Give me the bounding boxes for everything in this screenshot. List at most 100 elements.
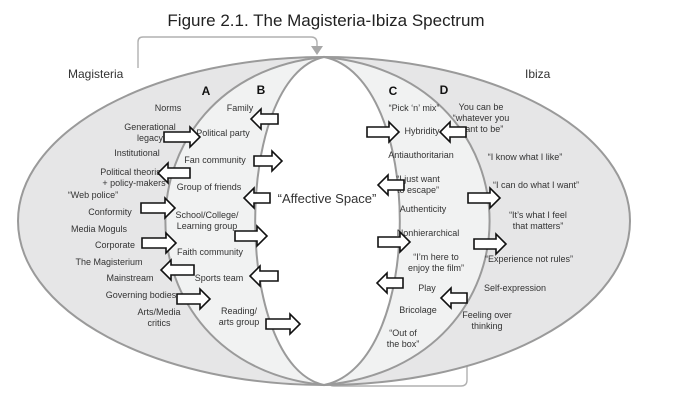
zone-c-letter: C bbox=[389, 84, 398, 98]
item-line: Sports team bbox=[195, 273, 244, 283]
item-line: + policy-makers bbox=[102, 178, 166, 188]
item-line: Nonhierarchical bbox=[397, 228, 460, 238]
item-line: critics bbox=[148, 318, 171, 328]
item-line: legacy bbox=[137, 133, 164, 143]
item-line: Faith community bbox=[177, 247, 244, 257]
item-line: Play bbox=[418, 283, 436, 293]
arrowhead-down-icon bbox=[311, 46, 323, 55]
arrow-right-icon bbox=[265, 312, 302, 336]
zone-b-item: School/College/Learning group bbox=[175, 210, 239, 231]
zone-a-item: “Web police” bbox=[68, 190, 118, 200]
item-line: Mainstream bbox=[106, 273, 153, 283]
arrow-left-icon bbox=[438, 120, 467, 144]
arrow-right-icon bbox=[377, 230, 412, 254]
item-line: Generational bbox=[124, 122, 176, 132]
ibiza-label: Ibiza bbox=[525, 67, 551, 81]
zone-b-item: Fan community bbox=[184, 155, 246, 165]
arrow-right-icon bbox=[140, 196, 177, 220]
item-line: Hybridity bbox=[404, 126, 440, 136]
zone-d-letter: D bbox=[440, 83, 449, 97]
item-line: “I just want bbox=[396, 174, 440, 184]
item-line: “Web police” bbox=[68, 190, 118, 200]
zone-c-item: Play bbox=[418, 283, 436, 293]
zone-b-item: Family bbox=[227, 103, 254, 113]
item-line: “It’s what I feel bbox=[509, 210, 567, 220]
zone-a-item: Mainstream bbox=[106, 273, 153, 283]
item-line: thinking bbox=[471, 321, 502, 331]
item-line: “I’m here to bbox=[413, 252, 459, 262]
zone-a-item: Conformity bbox=[88, 207, 132, 217]
item-line: “I can do what I want” bbox=[493, 180, 579, 190]
arrow-left-icon bbox=[376, 173, 405, 197]
item-line: Media Moguls bbox=[71, 224, 128, 234]
zone-b-letter: B bbox=[257, 83, 266, 97]
item-line: Antiauthoritarian bbox=[388, 150, 454, 160]
affective-space-region bbox=[254, 55, 401, 387]
zone-a-item: Political theorists+ policy-makers bbox=[100, 167, 168, 188]
magisteria-label: Magisteria bbox=[68, 67, 124, 81]
item-line: want to be” bbox=[458, 124, 504, 134]
cycle-connector-top bbox=[137, 36, 318, 68]
zone-a-item: Norms bbox=[155, 103, 182, 113]
zone-c-item: Bricolage bbox=[399, 305, 437, 315]
item-line: Institutional bbox=[114, 148, 160, 158]
arrow-right-icon bbox=[163, 125, 202, 149]
item-line: the box” bbox=[387, 339, 420, 349]
arrow-right-icon bbox=[467, 186, 502, 210]
zone-a-item: Media Moguls bbox=[71, 224, 128, 234]
item-line: School/College/ bbox=[175, 210, 239, 220]
item-line: Family bbox=[227, 103, 254, 113]
arrow-left-icon bbox=[159, 258, 195, 282]
zone-d-item: “Experience not rules” bbox=[485, 254, 573, 264]
arrow-left-icon bbox=[375, 271, 404, 295]
arrow-right-icon bbox=[141, 231, 178, 255]
item-line: “Out of bbox=[389, 328, 417, 338]
item-line: Learning group bbox=[177, 221, 238, 231]
item-line: Corporate bbox=[95, 240, 135, 250]
arrow-right-icon bbox=[366, 120, 401, 144]
item-line: “Experience not rules” bbox=[485, 254, 573, 264]
zone-a-item: Corporate bbox=[95, 240, 135, 250]
zone-a-item: Institutional bbox=[114, 148, 160, 158]
figure-title: Figure 2.1. The Magisteria-Ibiza Spectru… bbox=[167, 11, 484, 30]
zone-c-item: “Pick ‘n’ mix” bbox=[389, 103, 440, 113]
item-line: to escape” bbox=[397, 185, 439, 195]
item-line: “I know what I like” bbox=[488, 152, 563, 162]
item-line: Self-expression bbox=[484, 283, 546, 293]
arrow-left-icon bbox=[156, 161, 191, 185]
item-line: Group of friends bbox=[177, 182, 242, 192]
item-line: Fan community bbox=[184, 155, 246, 165]
item-line: Bricolage bbox=[399, 305, 437, 315]
zone-b-item: Faith community bbox=[177, 247, 244, 257]
zone-c-item: Antiauthoritarian bbox=[388, 150, 454, 160]
arrow-left-icon bbox=[242, 186, 271, 210]
zone-d-item: “I know what I like” bbox=[488, 152, 563, 162]
zone-b-item: Sports team bbox=[195, 273, 244, 283]
arrow-right-icon bbox=[176, 287, 212, 311]
item-line: “Pick ‘n’ mix” bbox=[389, 103, 440, 113]
arrow-left-icon bbox=[439, 286, 468, 310]
item-line: Conformity bbox=[88, 207, 132, 217]
affective-space-label: “Affective Space” bbox=[278, 191, 377, 206]
zone-d-item: Self-expression bbox=[484, 283, 546, 293]
arrow-right-icon bbox=[473, 232, 508, 256]
item-line: Political party bbox=[196, 128, 250, 138]
item-line: The Magisterium bbox=[75, 257, 142, 267]
zone-a-letter: A bbox=[202, 84, 211, 98]
zone-b-item: Reading/arts group bbox=[219, 306, 260, 327]
item-line: You can be bbox=[459, 102, 504, 112]
item-line: Governing bodies bbox=[106, 290, 177, 300]
zone-c-item: Authenticity bbox=[400, 204, 447, 214]
item-line: Reading/ bbox=[221, 306, 258, 316]
zone-b-item: Group of friends bbox=[177, 182, 242, 192]
item-line: Norms bbox=[155, 103, 182, 113]
zone-a-item: Governing bodies bbox=[106, 290, 177, 300]
item-line: Feeling over bbox=[462, 310, 512, 320]
